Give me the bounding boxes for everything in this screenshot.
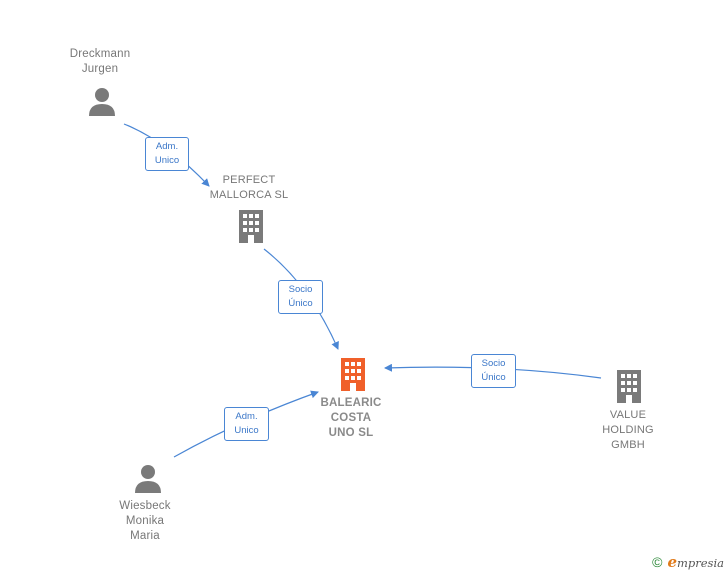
footer-brand[interactable]: © empresia <box>652 553 724 571</box>
node-label-perfect-mallorca[interactable]: PERFECT MALLORCA SL <box>209 174 289 201</box>
person-icon[interactable] <box>134 464 162 494</box>
edge-label-socio-unico[interactable]: Socio Único <box>278 280 323 314</box>
node-label-balearic[interactable]: BALEARIC COSTA UNO SL <box>320 397 382 439</box>
edge-label-socio-unico[interactable]: Socio Único <box>471 354 516 388</box>
copyright-icon: © <box>652 554 663 570</box>
node-label-dreckmann[interactable]: Dreckmann Jurgen <box>69 48 131 75</box>
building-icon[interactable] <box>614 369 644 403</box>
building-icon-main[interactable] <box>338 357 368 391</box>
node-label-value-holding[interactable]: VALUE HOLDING GMBH <box>602 409 654 451</box>
person-icon[interactable] <box>88 87 116 117</box>
edge-label-adm-unico[interactable]: Adm. Unico <box>145 137 189 171</box>
node-label-wiesbeck[interactable]: Wiesbeck Monika Maria <box>119 500 171 542</box>
building-icon[interactable] <box>236 209 266 243</box>
empresia-logo: empresia <box>667 553 724 571</box>
edge-label-adm-unico[interactable]: Adm. Unico <box>224 407 269 441</box>
